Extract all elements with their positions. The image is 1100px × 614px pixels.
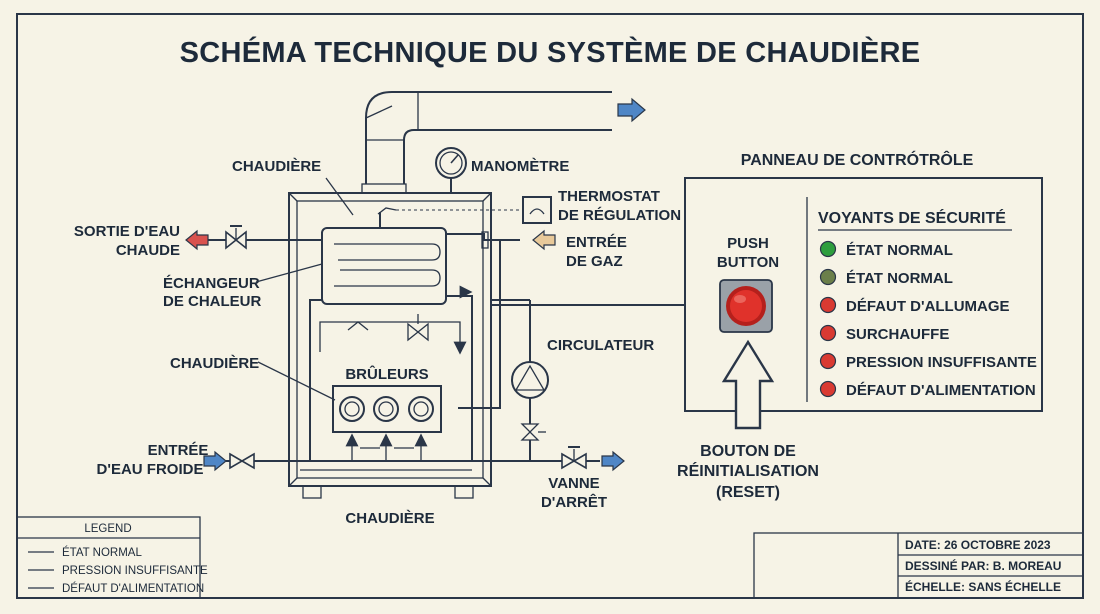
heat-exchanger-label-2: DE CHALEUR: [163, 293, 262, 310]
heat-exchanger: [321, 207, 447, 305]
cold-water-label-1: ENTRÉE: [148, 442, 209, 459]
cold-water-label-2: D'EAU FROIDE: [97, 461, 204, 478]
cold-water-line: [226, 446, 600, 471]
hot-water-label-2: CHAUDE: [116, 242, 180, 259]
shutoff-valve-label-1: VANNE: [548, 475, 599, 492]
status-light-icon: [819, 352, 837, 370]
status-light-icon: [819, 268, 837, 286]
circulator-label: CIRCULATEUR: [547, 337, 654, 354]
hot-water-outlet: [206, 225, 322, 250]
boiler-label-bottom: CHAUDIÈRE: [345, 510, 434, 527]
reset-label-1: BOUTON DE: [700, 443, 796, 460]
safety-light-label: ÉTAT NORMAL: [846, 242, 953, 259]
exhaust-arrow-icon: [617, 97, 646, 123]
push-button-label-1: PUSH: [727, 235, 769, 252]
thermostat-label-1: THERMOSTAT: [558, 188, 660, 205]
legend-item: PRESSION INSUFFISANTE: [62, 565, 208, 577]
burners-label: BRÛLEURS: [345, 365, 428, 383]
legend-title: LEGEND: [84, 523, 131, 535]
title-block-date: DATE: 26 OCTOBRE 2023: [905, 538, 1051, 552]
legend-item: ÉTAT NORMAL: [62, 546, 142, 559]
status-light-icon: [819, 324, 837, 342]
manometer-gauge-icon: [435, 147, 467, 193]
leader-line: [325, 177, 354, 216]
circulator-pump-icon: [459, 285, 549, 460]
safety-light-label: SURCHAUFFE: [846, 326, 949, 343]
safety-light-item: DÉFAUT D'ALIMENTATION: [819, 380, 1036, 399]
status-light-icon: [819, 296, 837, 314]
shutoff-valve-label-2: D'ARRÊT: [541, 493, 607, 511]
thermostat-icon: [396, 196, 552, 224]
hot-water-label-1: SORTIE D'EAU: [74, 223, 180, 240]
leader-line: [255, 263, 323, 283]
manometer-label: MANOMÈTRE: [471, 158, 569, 175]
safety-lights-list: ÉTAT NORMAL ÉTAT NORMAL DÉFAUT D'ALLUMAGE S…: [819, 240, 1037, 399]
safety-lights-title: VOYANTS DE SÉCURITÉ: [818, 208, 1006, 227]
control-panel: [684, 177, 1043, 412]
legend-item: DÉFAUT D'ALIMENTATION: [62, 582, 204, 595]
control-panel-title: PANNEAU DE CONTRÓTRÔLE: [741, 150, 974, 169]
push-button-label-2: BUTTON: [717, 254, 779, 271]
gas-inlet-arrow-icon: [532, 229, 556, 251]
heat-exchanger-label-1: ÉCHANGEUR: [163, 275, 260, 292]
safety-light-label: PRESSION INSUFFISANTE: [846, 354, 1037, 371]
safety-light-label: ÉTAT NORMAL: [846, 270, 953, 287]
title-block-scale: ÉCHELLE: SANS ÉCHELLE: [905, 579, 1061, 594]
safety-light-item: DÉFAUT D'ALLUMAGE: [819, 296, 1010, 315]
boiler-body: [288, 192, 492, 499]
safety-light-item: SURCHAUFFE: [819, 324, 949, 343]
flue-pipe: [361, 91, 612, 194]
title-block-author: DESSINÉ PAR: B. MOREAU: [905, 558, 1061, 573]
reset-label-3: (RESET): [716, 484, 780, 501]
safety-light-item: ÉTAT NORMAL: [819, 268, 953, 287]
burner-block: [332, 385, 442, 460]
boiler-label-top: CHAUDIÈRE: [232, 158, 321, 175]
reset-pointer-arrow-icon: [721, 339, 775, 430]
reset-push-button[interactable]: [719, 279, 773, 333]
cold-water-arrow-icon: [203, 450, 227, 472]
gas-inlet-label-1: ENTRÉE: [566, 234, 627, 251]
safety-light-item: PRESSION INSUFFISANTE: [819, 352, 1037, 371]
status-light-icon: [819, 380, 837, 398]
gas-inlet-label-2: DE GAZ: [566, 253, 623, 270]
page-title: SCHÉMA TECHNIQUE DU SYSTÈME DE CHAUDIÈRE: [180, 35, 921, 69]
leader-line: [257, 361, 336, 401]
safety-light-label: DÉFAUT D'ALIMENTATION: [846, 382, 1036, 399]
boiler-label-mid: CHAUDIÈRE: [170, 355, 259, 372]
drawing-border: [16, 13, 1084, 599]
reset-label-2: RÉINITIALISATION: [677, 461, 819, 480]
safety-light-label: DÉFAUT D'ALLUMAGE: [846, 298, 1010, 315]
gas-inlet-pipe: [446, 231, 520, 409]
hot-water-arrow-icon: [185, 229, 209, 251]
outlet-arrow-icon: [601, 450, 625, 472]
safety-light-item: ÉTAT NORMAL: [819, 240, 953, 259]
legend-box: [16, 516, 201, 599]
status-light-icon: [819, 240, 837, 258]
thermostat-label-2: DE RÉGULATION: [558, 207, 681, 224]
title-block: [753, 532, 1084, 599]
